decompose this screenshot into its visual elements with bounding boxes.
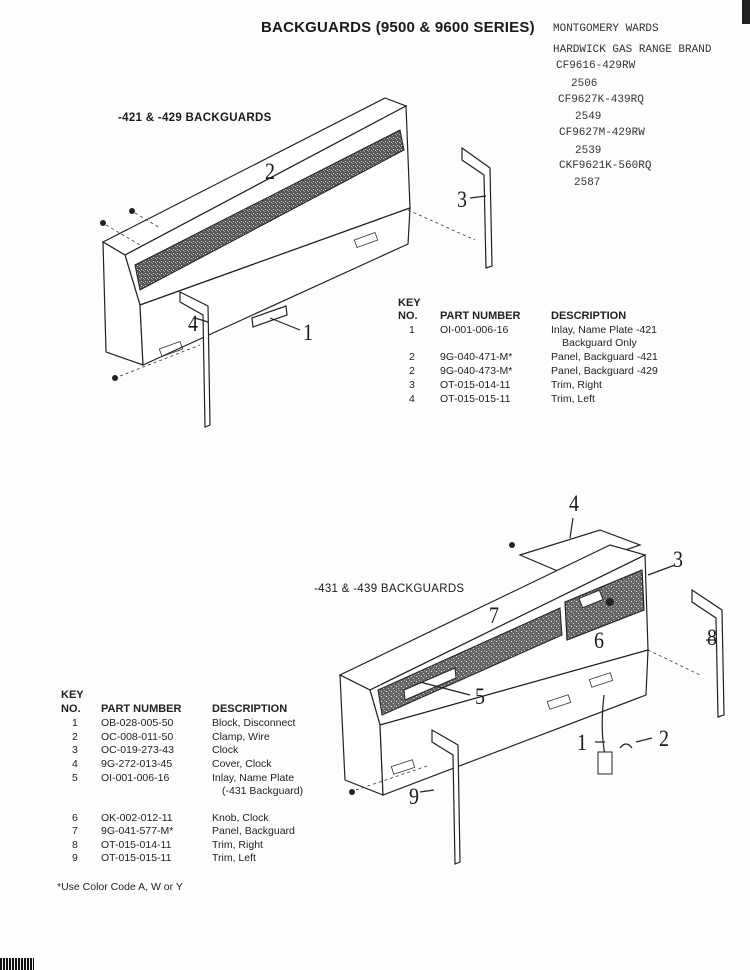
table-cell: OC-008-011-50: [101, 731, 174, 743]
backguard-431-diagram: [338, 517, 725, 865]
table-header-no: NO.: [61, 703, 81, 715]
callout-label: 4: [569, 491, 579, 517]
table-cell: OT-015-015-11: [101, 852, 172, 864]
table-cell: Cover, Clock: [212, 758, 272, 770]
brand-line: 2506: [571, 78, 598, 90]
table-cell: 7: [72, 825, 78, 837]
table-cell: 8: [72, 839, 78, 851]
table-header-part: PART NUMBER: [440, 310, 521, 322]
callout-label: 1: [303, 320, 313, 346]
brand-line: CF9627M-429RW: [559, 127, 645, 139]
table-cell: Clamp, Wire: [212, 731, 270, 743]
table-cell: 3: [409, 379, 415, 391]
table-cell: 2: [409, 351, 415, 363]
table-header-key: KEY: [61, 689, 84, 701]
table-cell: 4: [72, 758, 78, 770]
table-header-no: NO.: [398, 310, 418, 322]
table-cell: OI-001-006-16: [101, 772, 170, 784]
callout-label: 2: [265, 159, 275, 185]
callout-label: 7: [489, 603, 499, 629]
table-cell: 9G-272-013-45: [101, 758, 173, 770]
scan-barcode-mark: [0, 958, 34, 970]
table-cell: OK-002-012-11: [101, 812, 173, 824]
table-header-desc: DESCRIPTION: [551, 310, 627, 322]
table-cell: (-431 Backguard): [222, 785, 304, 797]
table-cell: Block, Disconnect: [212, 717, 296, 729]
brand-line: 2539: [575, 145, 602, 157]
brand-line: HARDWICK GAS RANGE BRAND: [553, 44, 712, 56]
callout-label: 6: [594, 628, 604, 654]
table-cell: 5: [72, 772, 78, 784]
brand-line: CF9616-429RW: [556, 60, 636, 72]
backguard-421-diagram: [100, 97, 493, 428]
section1-heading: -421 & -429 BACKGUARDS: [118, 112, 272, 124]
page-title: BACKGUARDS (9500 & 9600 SERIES): [261, 19, 535, 36]
footnote: *Use Color Code A, W or Y: [57, 881, 183, 893]
callout-label: 4: [188, 311, 198, 337]
brand-line: 2587: [574, 177, 601, 189]
table-cell: OT-015-015-11: [440, 393, 511, 405]
callout-label: 1: [577, 730, 587, 756]
callout-label: 5: [475, 684, 485, 710]
table-cell: Knob, Clock: [212, 812, 269, 824]
page-edge-mark: [742, 0, 750, 24]
table-cell: Trim, Left: [212, 852, 256, 864]
table-header-part: PART NUMBER: [101, 703, 182, 715]
table-cell: 2: [72, 731, 78, 743]
table-cell: Trim, Right: [551, 379, 602, 391]
table-header-key: KEY: [398, 297, 421, 309]
callout-label: 2: [659, 726, 669, 752]
table-cell: OI-001-006-16: [440, 324, 509, 336]
table-cell: OB-028-005-50: [101, 717, 174, 729]
table-cell: 9: [72, 852, 78, 864]
table-cell: 1: [72, 717, 78, 729]
table-cell: Panel, Backguard: [212, 825, 295, 837]
table-cell: 9G-041-577-M*: [101, 825, 174, 837]
table-cell: Clock: [212, 744, 239, 756]
table-cell: Trim, Left: [551, 393, 595, 405]
callout-label: 3: [457, 187, 467, 213]
table-cell: 2: [409, 365, 415, 377]
section2-heading: -431 & -439 BACKGUARDS: [314, 583, 465, 595]
table-cell: Backguard Only: [562, 337, 637, 349]
callout-label: 9: [409, 784, 419, 810]
brand-line: MONTGOMERY WARDS: [553, 23, 659, 35]
table-cell: 6: [72, 812, 78, 824]
brand-line: CF9627K-439RQ: [558, 94, 644, 106]
table-cell: 1: [409, 324, 415, 336]
brand-line: 2549: [575, 111, 602, 123]
table-cell: Panel, Backguard -421: [551, 351, 658, 363]
callout-label: 8: [707, 625, 717, 651]
brand-line: CKF9621K-560RQ: [559, 160, 652, 172]
table-cell: OT-015-014-11: [440, 379, 511, 391]
callout-label: 3: [673, 547, 683, 573]
table-cell: 9G-040-473-M*: [440, 365, 513, 377]
table-cell: 3: [72, 744, 78, 756]
table-cell: Inlay, Name Plate -421: [551, 324, 658, 336]
table-cell: OC-019-273-43: [101, 744, 174, 756]
table-cell: Inlay, Name Plate: [212, 772, 295, 784]
table-cell: 4: [409, 393, 415, 405]
table-header-desc: DESCRIPTION: [212, 703, 288, 715]
table-cell: Trim, Right: [212, 839, 263, 851]
table-cell: Panel, Backguard -429: [551, 365, 658, 377]
table-cell: 9G-040-471-M*: [440, 351, 513, 363]
table-cell: OT-015-014-11: [101, 839, 172, 851]
